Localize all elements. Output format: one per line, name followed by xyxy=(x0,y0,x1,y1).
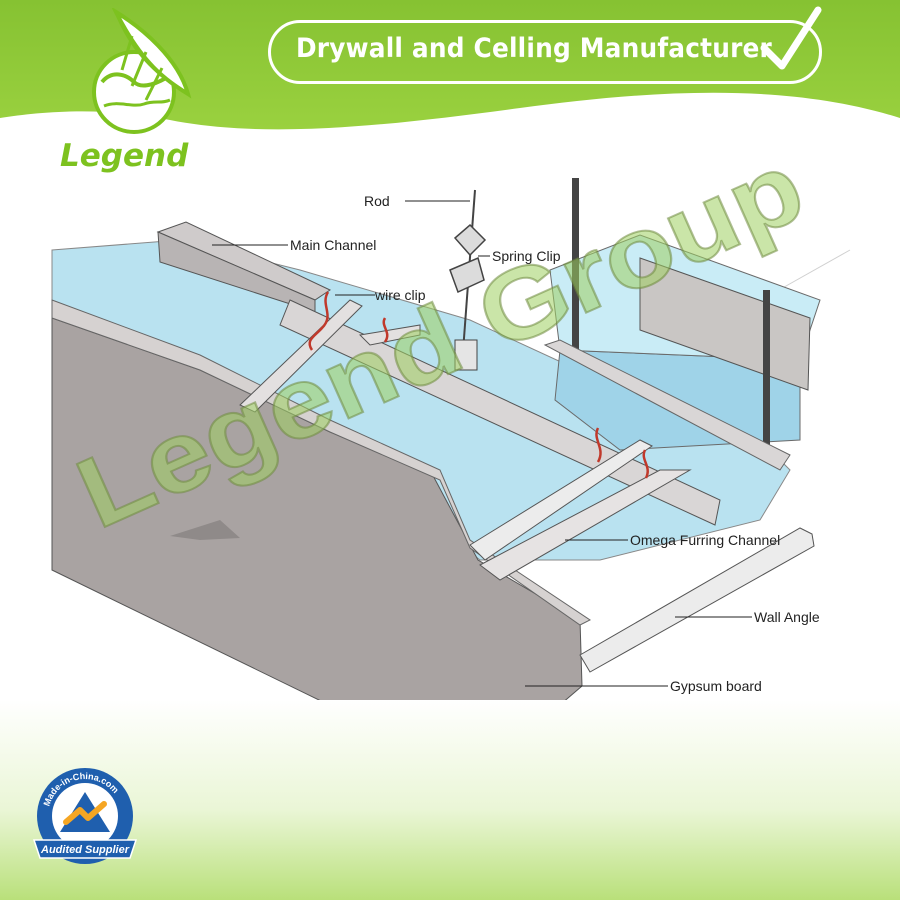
spring-clip xyxy=(449,223,487,294)
label-omega-furring-channel: Omega Furring Channel xyxy=(630,532,781,548)
furring-channel-omega xyxy=(479,469,692,581)
label-gypsum-board: Gypsum board xyxy=(670,678,762,694)
label-spring-clip: Spring Clip xyxy=(492,248,561,264)
label-wall-angle: Wall Angle xyxy=(754,609,820,625)
wire-clip xyxy=(642,449,649,479)
label-main-channel: Main Channel xyxy=(290,237,377,253)
gypsum-board-edge xyxy=(51,299,591,626)
leaf-globe-icon xyxy=(92,8,192,134)
badge-ribbon-text: Audited Supplier xyxy=(40,844,130,856)
hanger-bracket xyxy=(454,339,478,371)
checkmark-icon xyxy=(760,6,822,70)
label-rod: Rod xyxy=(364,193,390,209)
wire-clip xyxy=(382,317,389,343)
furring-channel xyxy=(358,324,421,346)
title-pill xyxy=(268,20,822,84)
furring-channel-omega xyxy=(469,439,653,561)
duct-rod xyxy=(763,290,770,455)
header-banner xyxy=(0,0,900,130)
wire-clip xyxy=(308,291,330,351)
label-wire-clip: wire clip xyxy=(375,287,426,303)
audited-supplier-badge-icon: Made-in-China.com Audited Supplier xyxy=(32,768,138,864)
wire-clip xyxy=(595,427,602,463)
wall-angle xyxy=(579,527,815,673)
duct-rod xyxy=(572,178,579,358)
logo-brand-text: Legend xyxy=(60,138,189,174)
page-title: Drywall and Celling Manufacturer xyxy=(296,33,772,64)
footer-gradient xyxy=(0,700,900,900)
duct-support-channel xyxy=(543,339,791,471)
